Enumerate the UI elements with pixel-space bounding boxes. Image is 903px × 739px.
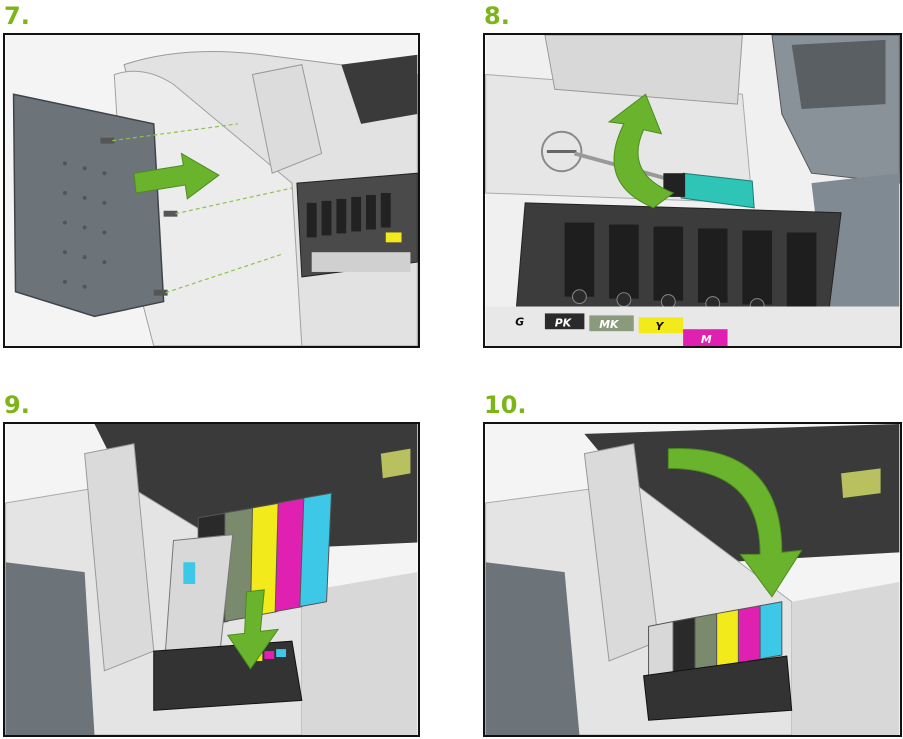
- slot-label-mk: MK: [599, 318, 620, 331]
- step-7-number: 7.: [4, 4, 30, 28]
- step-7-panel: [3, 33, 420, 348]
- slot-label-g: G: [515, 315, 524, 328]
- step-10-illustration: [485, 424, 900, 735]
- slot-label-y: Y: [655, 320, 664, 333]
- step-8-panel: G PK MK Y M: [483, 33, 902, 348]
- step-10-number: 10.: [484, 393, 527, 417]
- step-9-panel: [3, 422, 420, 737]
- step-9-number: 9.: [4, 393, 30, 417]
- step-7-illustration: [5, 35, 418, 346]
- step-9-illustration: [5, 424, 418, 735]
- step-8-illustration: G PK MK Y M: [485, 35, 900, 346]
- slot-label-pk: PK: [555, 316, 573, 329]
- slot-label-m: M: [701, 333, 712, 346]
- step-8-number: 8.: [484, 4, 510, 28]
- step-10-panel: [483, 422, 902, 737]
